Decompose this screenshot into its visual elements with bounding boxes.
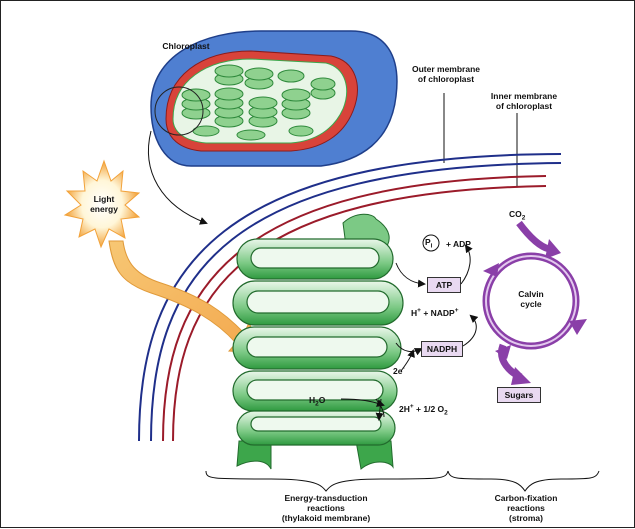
outer-membrane-line-2: of chloroplast <box>417 74 475 85</box>
outer-membrane-line-1: Outer membrane <box>411 64 481 74</box>
zoom-arrow <box>147 130 208 225</box>
sugars-box: Sugars <box>497 387 541 403</box>
light-energy-label: Light energy <box>79 194 129 214</box>
carbon-line-2: reactions <box>507 503 545 514</box>
carbon-line-3: (stroma) <box>508 513 543 524</box>
sun-icon <box>63 159 141 249</box>
outer-membrane-label: Outer membrane of chloroplast <box>401 64 491 84</box>
inner-membrane-line-2: of chloroplast <box>495 101 553 112</box>
energy-brace <box>205 470 449 492</box>
energy-line-3: (thylakoid membrane) <box>281 513 371 524</box>
thylakoid-stack <box>232 213 404 470</box>
nadph-box: NADPH <box>421 341 463 357</box>
energy-transduction-label: Energy-transduction reactions (thylakoid… <box>261 493 391 524</box>
co2-label: CO2 <box>509 209 526 222</box>
water-label: H2O <box>309 395 326 408</box>
oxygen-label: 2H+ + 1/2 O2 <box>399 403 448 417</box>
calvin-cycle-label: Calvin cycle <box>506 289 556 309</box>
carbon-line-1: Carbon-fixation <box>494 493 558 503</box>
calvin-cycle <box>482 220 587 385</box>
atp-box: ATP <box>427 277 461 293</box>
reaction-arrows <box>340 244 479 421</box>
adp-label: + ADP <box>446 239 471 249</box>
inner-membrane-label: Inner membrane of chloroplast <box>479 91 569 111</box>
h-nadp-label: H+ + NADP+ <box>411 307 459 318</box>
calvin-line-1: Calvin <box>518 289 544 299</box>
energy-line-1: Energy-transduction <box>284 493 368 503</box>
calvin-line-2: cycle <box>520 299 542 310</box>
pi-label: Pi <box>425 237 433 250</box>
pi-circle <box>422 234 440 252</box>
inner-membrane-line-1: Inner membrane <box>490 91 558 101</box>
carbon-brace <box>447 470 600 492</box>
carbon-fixation-label: Carbon-fixation reactions (stroma) <box>476 493 576 524</box>
light-energy-line-1: Light <box>93 194 115 204</box>
chloroplast-illustration <box>150 30 398 167</box>
light-energy-line-2: energy <box>90 204 118 215</box>
chloroplast-label: Chloroplast <box>162 41 210 51</box>
energy-line-2: reactions <box>307 503 345 514</box>
electrons-label: 2e- <box>393 365 405 376</box>
